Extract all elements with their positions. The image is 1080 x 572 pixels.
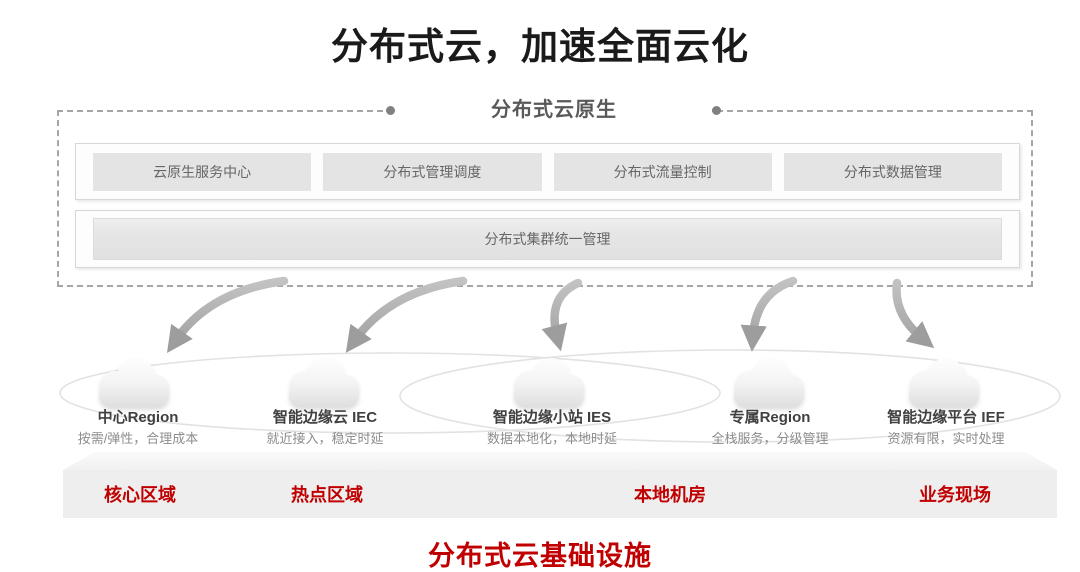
service-box-distributed-data-management: 分布式数据管理 <box>783 152 1002 191</box>
cloud-subtitle: 资源有限，实时处理 <box>887 431 1005 446</box>
platform-top-face <box>63 452 1057 470</box>
cloud-label-iec: 智能边缘云 IEC 就近接入，稳定时延 <box>210 407 440 449</box>
cloud-title: 智能边缘小站 IES <box>492 409 612 426</box>
cloud-title: 智能边缘云 IEC <box>272 409 378 426</box>
cloud-label-ief: 智能边缘平台 IEF 资源有限，实时处理 <box>831 407 1061 449</box>
arrow-to-cloud-2-icon <box>345 276 468 353</box>
infrastructure-platform <box>63 470 1057 518</box>
page-title: 分布式云，加速全面云化 <box>331 26 749 67</box>
cloud-icon <box>900 351 990 411</box>
zone-label-hotspot-area: 热点区域 <box>291 485 363 505</box>
arrow-to-cloud-3-icon <box>541 278 583 352</box>
flow-arrows <box>166 276 935 353</box>
cloud-icon <box>505 351 595 411</box>
cloud-subtitle: 按需/弹性，合理成本 <box>77 431 199 446</box>
arrow-to-cloud-5-icon <box>892 278 935 349</box>
management-panel: 分布式集群统一管理 <box>75 210 1020 268</box>
arrow-to-cloud-1-icon <box>166 276 289 353</box>
management-box-unified-cluster: 分布式集群统一管理 <box>93 218 1002 260</box>
zone-label-local-room: 本地机房 <box>634 485 706 505</box>
arrow-to-cloud-4-icon <box>740 276 798 352</box>
cloud-icon <box>280 351 370 411</box>
infrastructure-title: 分布式云基础设施 <box>428 541 652 571</box>
service-box-distributed-traffic-control: 分布式流量控制 <box>553 152 772 191</box>
cloud-subtitle: 数据本地化，本地时延 <box>486 431 617 446</box>
cloud-icon <box>725 351 815 411</box>
cloud-native-group-title: 分布式云原生 <box>396 95 712 125</box>
connector-dot-left-icon <box>386 106 395 115</box>
cloud-subtitle: 就近接入，稳定时延 <box>266 431 384 446</box>
services-panel: 云原生服务中心 分布式管理调度 分布式流量控制 分布式数据管理 <box>75 143 1020 200</box>
connector-dot-right-icon <box>712 106 721 115</box>
cloud-label-ies: 智能边缘小站 IES 数据本地化，本地时延 <box>437 407 667 449</box>
service-box-distributed-scheduling: 分布式管理调度 <box>323 152 542 191</box>
cloud-icon <box>90 351 180 411</box>
zone-label-business-site: 业务现场 <box>919 485 991 505</box>
cloud-title: 智能边缘平台 IEF <box>887 409 1005 426</box>
zone-label-core-area: 核心区域 <box>104 485 176 505</box>
service-box-cloud-native-center: 云原生服务中心 <box>93 152 312 191</box>
